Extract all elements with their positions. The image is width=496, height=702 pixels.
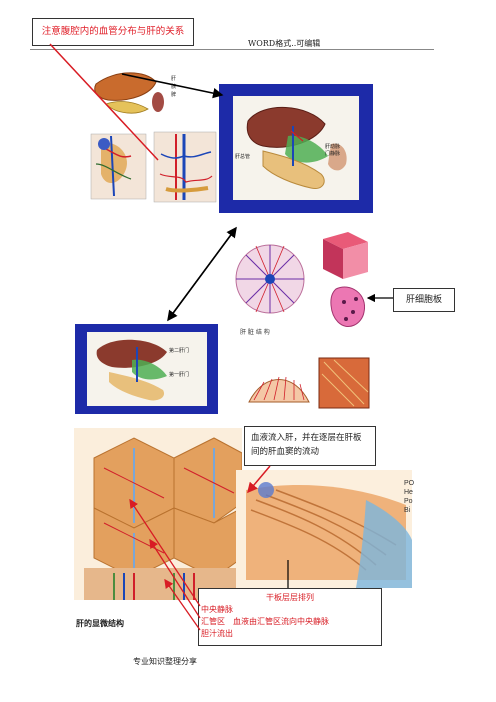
callout-line-2: 汇管区 血液由汇管区流向中央静脉 <box>201 617 329 626</box>
svg-text:肝 脏 结 构: 肝 脏 结 构 <box>240 328 270 336</box>
side-label-2: He <box>404 489 413 496</box>
callout-title: 干板层层排列 <box>266 593 314 602</box>
liver-micro-label: 肝的显微结构 <box>76 618 124 628</box>
side-label-1: PO <box>404 480 415 487</box>
liver-overview-panel: 肝动脉 门静脉 肝总管 <box>219 84 373 213</box>
header-note: 注意腹腔内的血管分布与肝的关系 <box>32 18 194 46</box>
callout-line-1: 中央静脉 <box>201 605 233 614</box>
callout-line-3: 胆汁流出 <box>201 629 233 638</box>
liver-detail-panel: 第二肝门 第一肝门 <box>75 324 218 414</box>
svg-text:门静脉: 门静脉 <box>325 150 340 157</box>
svg-text:胰: 胰 <box>171 83 176 90</box>
hepatic-plate-callout: 肝细胞板 <box>393 288 455 312</box>
svg-text:肝: 肝 <box>171 76 176 82</box>
svg-text:肝总管: 肝总管 <box>235 153 250 160</box>
side-label-4: Bi <box>404 507 411 514</box>
liver-plate-callout: 干板层层排列 中央静脉 汇管区 血液由汇管区流向中央静脉 胆汁流出 <box>198 588 382 646</box>
header-divider <box>30 49 434 50</box>
microstructure-right-block <box>236 470 412 588</box>
svg-text:第一肝门: 第一肝门 <box>169 371 189 378</box>
svg-text:脾: 脾 <box>171 91 176 98</box>
lobule-sections-diagram <box>244 352 374 418</box>
liver-lobule-diagram: 肝 脏 结 构 <box>228 224 378 349</box>
svg-text:第二肝门: 第二肝门 <box>169 347 189 354</box>
svg-text:肝动脉: 肝动脉 <box>325 143 340 150</box>
blood-flow-callout: 血液流入肝，并在逐层在肝板间的肝血窦的流动 <box>244 426 376 466</box>
side-label-3: Po <box>404 498 413 505</box>
footer-text: 专业知识整理分享 <box>133 657 197 666</box>
header-right-text: WORD格式..可编辑 <box>248 39 321 48</box>
abdominal-vessels-illustration: 肝 胰 脾 <box>76 64 226 209</box>
right-side-labels: PO He Po Bi <box>404 479 414 515</box>
